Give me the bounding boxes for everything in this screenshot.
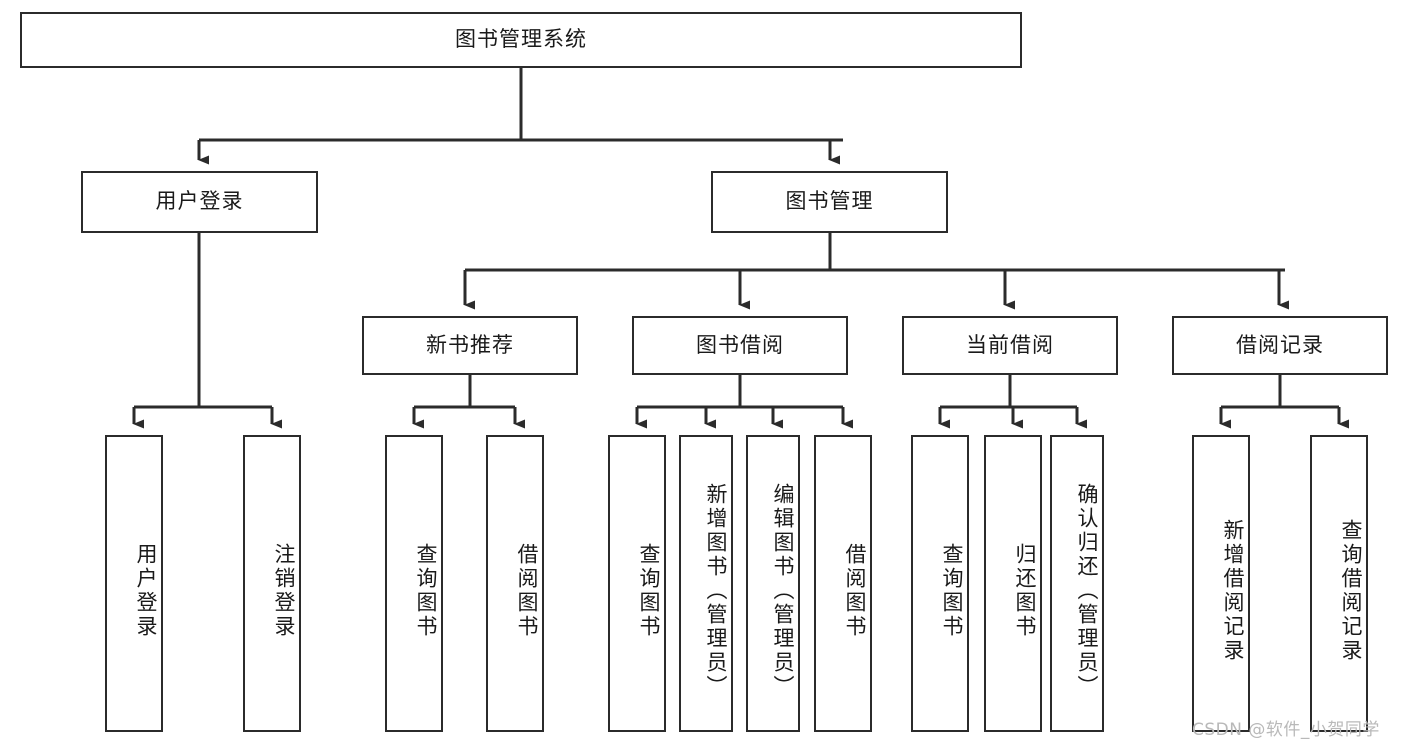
leaf-add-borrow-record[interactable]: 新增借阅记录 <box>1192 435 1250 732</box>
leaf-user-login-label: 用户登录 <box>134 542 158 639</box>
node-root[interactable]: 图书管理系统 <box>20 12 1022 68</box>
leaf-return-book-label: 归还图书 <box>1013 542 1037 639</box>
node-user-login-label: 用户登录 <box>155 189 244 214</box>
leaf-add-book-admin-label: 新增图书（管理员） <box>704 482 728 699</box>
leaf-query-book-cb-label: 查询图书 <box>940 542 964 639</box>
leaf-add-borrow-record-label: 新增借阅记录 <box>1221 518 1245 663</box>
leaf-edit-book-admin[interactable]: 编辑图书（管理员） <box>746 435 800 732</box>
node-borrow-record[interactable]: 借阅记录 <box>1172 316 1388 375</box>
node-user-login[interactable]: 用户登录 <box>81 171 318 233</box>
csdn-watermark: CSDN @软件_小贺同学 <box>1192 720 1380 740</box>
leaf-user-login[interactable]: 用户登录 <box>105 435 163 732</box>
leaf-query-book-bb-label: 查询图书 <box>637 542 661 639</box>
node-book-manage[interactable]: 图书管理 <box>711 171 948 233</box>
leaf-edit-book-admin-label: 编辑图书（管理员） <box>771 482 795 699</box>
leaf-query-book-nbr[interactable]: 查询图书 <box>385 435 443 732</box>
leaf-borrow-book-bb-label: 借阅图书 <box>843 542 867 639</box>
leaf-logout[interactable]: 注销登录 <box>243 435 301 732</box>
node-root-label: 图书管理系统 <box>455 27 587 52</box>
node-new-book-recommend-label: 新书推荐 <box>426 332 514 357</box>
leaf-add-book-admin[interactable]: 新增图书（管理员） <box>679 435 733 732</box>
leaf-borrow-book-nbr[interactable]: 借阅图书 <box>486 435 544 732</box>
leaf-borrow-book-bb[interactable]: 借阅图书 <box>814 435 872 732</box>
leaf-return-book[interactable]: 归还图书 <box>984 435 1042 732</box>
leaf-confirm-return-admin[interactable]: 确认归还（管理员） <box>1050 435 1104 732</box>
node-current-borrow[interactable]: 当前借阅 <box>902 316 1118 375</box>
leaf-borrow-book-nbr-label: 借阅图书 <box>515 542 539 639</box>
node-new-book-recommend[interactable]: 新书推荐 <box>362 316 578 375</box>
node-book-borrow-label: 图书借阅 <box>696 332 784 357</box>
leaf-logout-label: 注销登录 <box>272 542 296 639</box>
node-current-borrow-label: 当前借阅 <box>966 332 1054 357</box>
node-borrow-record-label: 借阅记录 <box>1236 332 1324 357</box>
leaf-query-book-nbr-label: 查询图书 <box>414 542 438 639</box>
node-book-borrow[interactable]: 图书借阅 <box>632 316 848 375</box>
leaf-query-borrow-record-label: 查询借阅记录 <box>1339 518 1363 663</box>
node-book-manage-label: 图书管理 <box>785 189 874 214</box>
leaf-query-book-bb[interactable]: 查询图书 <box>608 435 666 732</box>
leaf-query-book-cb[interactable]: 查询图书 <box>911 435 969 732</box>
leaf-confirm-return-admin-label: 确认归还（管理员） <box>1075 482 1099 699</box>
leaf-query-borrow-record[interactable]: 查询借阅记录 <box>1310 435 1368 732</box>
